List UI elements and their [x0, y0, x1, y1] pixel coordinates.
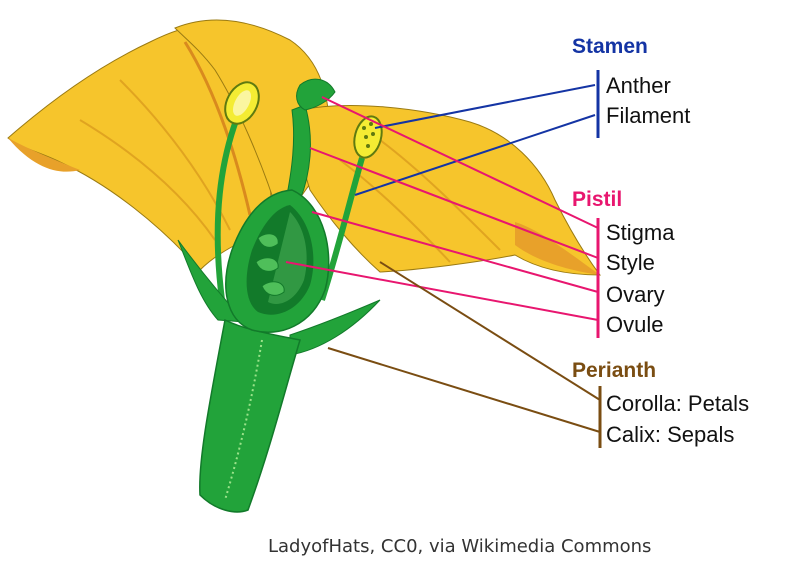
stamen-heading: Stamen [572, 35, 648, 58]
receptacle [199, 318, 301, 513]
label-stigma: Stigma [606, 220, 675, 245]
leader-stigma [321, 96, 599, 229]
perianth-heading: Perianth [572, 359, 656, 382]
label-calix: Calix: Sepals [606, 422, 734, 447]
stigma [296, 78, 336, 111]
leader-lines [285, 84, 601, 433]
leader-anther [374, 84, 596, 129]
stamens [214, 81, 383, 301]
label-corolla: Corolla: Petals [606, 391, 749, 416]
ovules [255, 233, 285, 296]
labels: Stamen Anther Filament Pistil Stigma Sty… [572, 35, 749, 447]
label-ovary: Ovary [606, 282, 665, 307]
sepal-right [289, 299, 381, 356]
leader-calix [327, 347, 601, 433]
leader-filament [354, 114, 596, 196]
pistil-and-sepals [177, 78, 381, 513]
label-anther: Anther [606, 73, 671, 98]
leader-style [309, 147, 599, 259]
pistil-heading: Pistil [572, 188, 622, 211]
leader-ovary [311, 211, 599, 293]
label-ovule: Ovule [606, 312, 663, 337]
filament-left [214, 108, 243, 301]
credit-text: LadyofHats, CC0, via Wikimedia Commons [268, 536, 651, 557]
leader-ovule [285, 261, 599, 321]
brackets [596, 70, 602, 448]
petal-left-tip [8, 138, 80, 172]
label-style: Style [606, 250, 655, 275]
label-filament: Filament [606, 103, 690, 128]
leader-corolla [379, 261, 601, 401]
